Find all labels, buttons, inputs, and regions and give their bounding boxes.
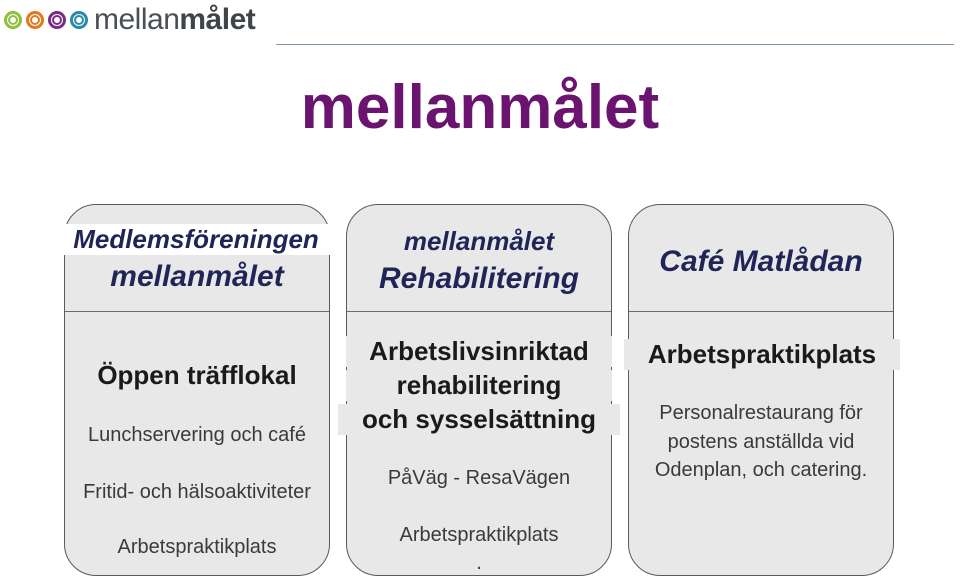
card2-heading-line: rehabilitering xyxy=(346,370,612,401)
logo-circle-icon-teal xyxy=(70,11,88,29)
card-medlemsforeningen xyxy=(64,204,330,576)
page-title: mellanmålet xyxy=(300,73,660,142)
card-cafe-matladan xyxy=(628,204,894,576)
card2-header-line1: mellanmålet xyxy=(403,226,555,256)
card3-body-line: postens anställda vid xyxy=(667,431,855,453)
card-divider xyxy=(65,311,329,312)
card1-header-line2: mellanmålet xyxy=(110,260,284,293)
card2-item: Arbetspraktikplats xyxy=(399,524,559,546)
card-divider xyxy=(347,311,611,312)
logo-circle-icon-orange xyxy=(26,11,44,29)
header-divider xyxy=(276,44,954,45)
card2-heading-line: Arbetslivsinriktad xyxy=(346,336,612,367)
card1-header-line1: Medlemsföreningen xyxy=(50,224,342,255)
card3-body-line: Odenplan, och catering. xyxy=(654,459,868,481)
card-divider xyxy=(629,311,893,312)
card2-header-line2: Rehabilitering xyxy=(378,262,580,295)
card1-item: Fritid- och hälsoaktiviteter xyxy=(83,481,311,503)
logo-text-bold: målet xyxy=(179,3,256,36)
logo-circle-icon-green xyxy=(4,11,22,29)
card2-item: PåVäg - ResaVägen xyxy=(387,467,571,489)
card3-header: Café Matlådan xyxy=(659,245,863,278)
card3-body-line: Personalrestaurang för xyxy=(659,402,863,424)
card1-item: Arbetspraktikplats xyxy=(117,536,277,558)
card1-heading: Öppen träfflokal xyxy=(97,360,297,390)
card2-item: . xyxy=(476,552,482,574)
card3-heading: Arbetspraktikplats xyxy=(624,339,900,370)
card1-item: Lunchservering och café xyxy=(88,424,306,446)
brand-logo[interactable]: mellanmålet xyxy=(4,3,256,37)
logo-text-regular: mellan xyxy=(94,3,180,36)
logo-wordmark: mellanmålet xyxy=(94,3,256,37)
logo-circle-icon-purple xyxy=(48,11,66,29)
card2-heading-line: och sysselsättning xyxy=(338,404,620,435)
